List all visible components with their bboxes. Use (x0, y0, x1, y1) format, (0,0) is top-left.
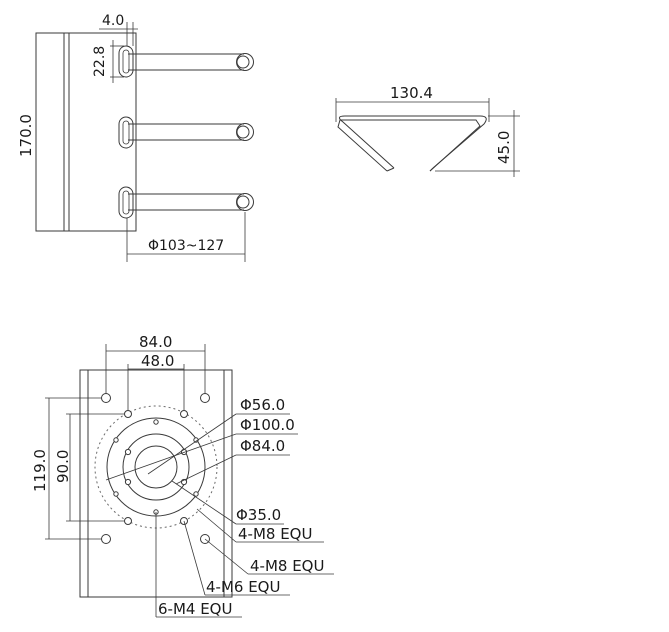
callout-m4-label: 6-M4 EQU (158, 600, 232, 618)
circle-d84 (106, 417, 206, 517)
bracket-plate-outline (35, 32, 137, 232)
plate-view: 84.0 48.0 119.0 90.0 Φ (31, 333, 334, 618)
hole-m8-inner (124, 410, 132, 418)
hole-m8-outer (101, 393, 111, 403)
v-clamp-outer (339, 115, 487, 169)
side-view: 4.0 22.8 170.0 Φ103~127 (17, 13, 254, 262)
callout-d84-label: Φ84.0 (240, 437, 285, 455)
dim-outer-width-label: 84.0 (139, 333, 172, 351)
dim-slot-label: 22.8 (92, 46, 108, 77)
dim-inner-height-label: 90.0 (54, 450, 72, 483)
dim-height-label: 170.0 (17, 114, 35, 157)
top-view: 130.4 45.0 (335, 84, 520, 177)
slot-middle (118, 116, 134, 149)
dim-inner-width-label: 48.0 (141, 352, 174, 370)
hole-m6 (124, 448, 132, 456)
rod-middle (128, 123, 254, 141)
dim-pole-diameter-label: Φ103~127 (148, 238, 224, 254)
callout-m8-inner-label: 4-M8 EQU (238, 525, 312, 543)
dim-thickness-label: 4.0 (102, 13, 124, 29)
hole-m4 (113, 437, 119, 443)
dim-depth-label: 45.0 (495, 131, 513, 164)
v-clamp-inner (337, 119, 481, 172)
rod-top (128, 53, 254, 71)
dim-width-label: 130.4 (390, 84, 433, 102)
hole-m8-inner (124, 517, 132, 525)
callout-d100-label: Φ100.0 (240, 416, 295, 434)
dim-outer-height-label: 119.0 (31, 449, 49, 492)
circle-d56 (122, 433, 190, 501)
hole-m8-inner (180, 410, 188, 418)
hole-m4 (153, 419, 159, 425)
callout-m6-label: 4-M6 EQU (206, 578, 280, 596)
hole-m4 (193, 491, 199, 497)
callout-m8-outer-label: 4-M8 EQU (250, 557, 324, 575)
circle-d35 (134, 445, 178, 489)
hole-m6 (124, 478, 132, 486)
hole-m8-outer (200, 393, 210, 403)
hole-m8-outer (101, 534, 111, 544)
callout-d56-label: Φ56.0 (240, 396, 285, 414)
hole-m4 (113, 491, 119, 497)
slot-top (118, 45, 134, 78)
slot-bottom (118, 186, 134, 219)
callout-d35-label: Φ35.0 (236, 506, 281, 524)
rod-bottom (128, 193, 254, 211)
